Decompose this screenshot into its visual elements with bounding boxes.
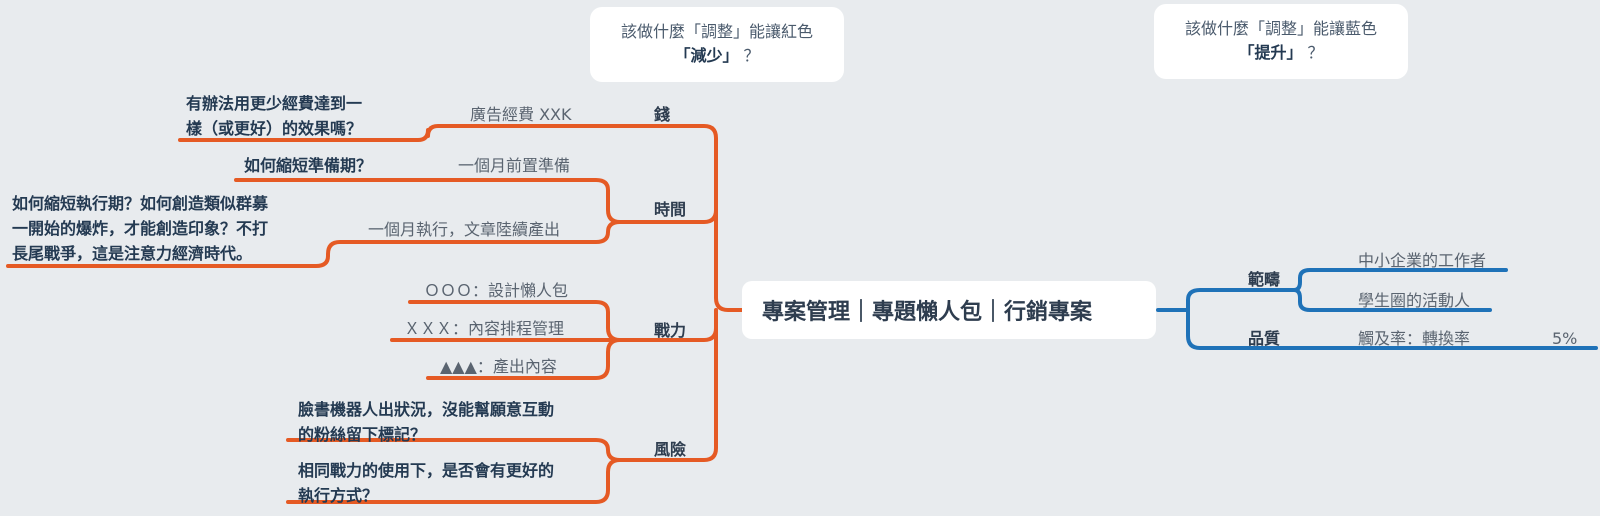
note-blue-highlight: 「提升」 — [1238, 43, 1303, 62]
leaf-time-exec[interactable]: 一個月執行，文章陸續產出 — [368, 220, 561, 239]
red-branches — [6, 124, 744, 504]
connector-money-leaf — [178, 124, 634, 142]
leaf-scope-1[interactable]: 中小企業的工作者 — [1358, 251, 1487, 270]
branch-scope[interactable]: 範疇 — [1248, 270, 1281, 289]
connector-quality — [1186, 308, 1598, 350]
note-red-highlight: 「減少」 — [674, 46, 739, 65]
connector-trunk-to-risk — [630, 326, 718, 462]
branch-manpower[interactable]: 戰力 — [654, 321, 687, 340]
leaf-time-prep[interactable]: 一個月前置準備 — [458, 156, 571, 175]
connector-scope — [1186, 288, 1296, 312]
question-risk-2-line1: 相同戰力的使用下，是否會有更好的 — [298, 461, 555, 480]
note-blue-suffix: ？ — [1307, 43, 1324, 62]
connector-scope-leaf-2 — [1292, 288, 1492, 312]
connector-trunk-to-time — [630, 208, 718, 224]
branch-time[interactable]: 時間 — [654, 200, 687, 219]
question-time-exec-line3: 長尾戰爭，這是注意力經濟時代。 — [12, 244, 253, 263]
question-money-line2: 樣（或更好）的效果嗎？ — [186, 119, 363, 138]
question-time-prep[interactable]: 如何縮短準備期？ — [244, 153, 372, 178]
question-money[interactable]: 有辦法用更少經費達到一 樣（或更好）的效果嗎？ — [186, 91, 362, 141]
question-time-prep-line1: 如何縮短準備期？ — [244, 156, 373, 175]
leaf-money-budget[interactable]: 廣告經費 XXK — [470, 105, 572, 124]
note-blue-line1: 該做什麼「調整」能讓藍色 — [1184, 19, 1377, 38]
central-topic[interactable]: 專案管理｜專題懶人包｜行銷專案 — [742, 281, 1156, 339]
question-time-exec-line2: 一開始的爆炸，才能創造印象？不打 — [12, 219, 269, 238]
question-risk-2[interactable]: 相同戰力的使用下，是否會有更好的 執行方式？ — [298, 458, 554, 508]
note-red-line1: 該做什麼「調整」能讓紅色 — [620, 22, 813, 41]
branch-quality[interactable]: 品質 — [1248, 329, 1281, 348]
branch-risk[interactable]: 風險 — [654, 440, 687, 459]
connector-time-leaf-2 — [6, 220, 634, 268]
note-blue: 該做什麼「調整」能讓藍色 「提升」 ？ — [1154, 4, 1408, 79]
question-risk-1-line1: 臉書機器人出狀況，沒能幫願意互動 — [298, 400, 555, 419]
connector-time-leaf-1 — [234, 178, 634, 224]
connector-manpower-leaf-3 — [426, 338, 634, 380]
blue-branches — [1156, 268, 1598, 350]
question-time-exec[interactable]: 如何縮短執行期？如何創造類似群募 一開始的爆炸，才能創造印象？不打 長尾戰爭，這… — [12, 191, 268, 266]
connector-scope-leaf-1 — [1292, 268, 1508, 292]
connector-central-to-trunk — [630, 124, 744, 312]
leaf-manpower-3[interactable]: ▲▲▲：產出內容 — [440, 357, 557, 376]
question-time-exec-line1: 如何縮短執行期？如何創造類似群募 — [12, 194, 269, 213]
leaf-quality-value[interactable]: 5% — [1552, 329, 1578, 348]
question-money-line1: 有辦法用更少經費達到一 — [186, 94, 363, 113]
leaf-quality-metric[interactable]: 觸及率：轉換率 — [1358, 329, 1471, 348]
question-risk-1[interactable]: 臉書機器人出狀況，沒能幫願意互動 的粉絲留下標記？ — [298, 397, 554, 447]
question-risk-2-line2: 執行方式？ — [298, 486, 379, 505]
question-risk-1-line2: 的粉絲留下標記？ — [298, 425, 427, 444]
note-red-suffix: ？ — [743, 46, 760, 65]
leaf-manpower-1[interactable]: ＯＯＯ：設計懶人包 — [424, 281, 569, 300]
central-topic-label: 專案管理｜專題懶人包｜行銷專案 — [762, 300, 1093, 325]
branch-money[interactable]: 錢 — [654, 105, 671, 124]
leaf-scope-2[interactable]: 學生圈的活動人 — [1358, 291, 1471, 310]
connector-risk-leaf-2 — [286, 458, 634, 504]
leaf-manpower-2[interactable]: ＸＸＸ：內容排程管理 — [404, 319, 565, 338]
note-red: 該做什麼「調整」能讓紅色 「減少」 ？ — [590, 7, 844, 82]
